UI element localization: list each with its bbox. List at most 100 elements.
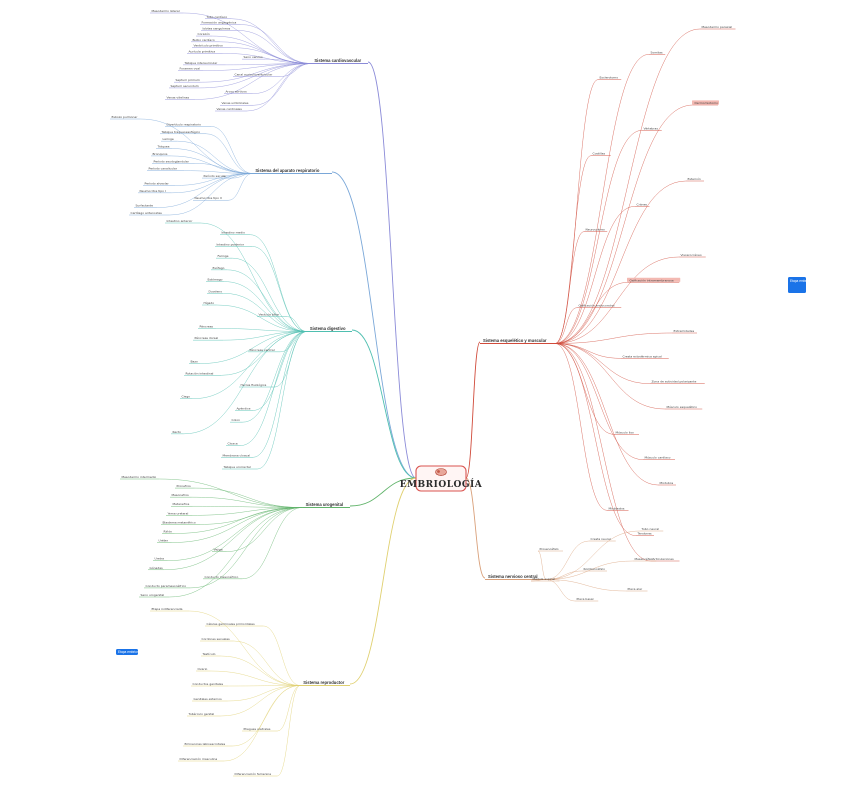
- child-node[interactable]: Tabique urorrectal: [222, 465, 258, 469]
- child-node[interactable]: Placa alar: [626, 587, 648, 591]
- child-node[interactable]: Venas umbilicales: [220, 101, 254, 105]
- child-node[interactable]: Uréter: [157, 539, 172, 543]
- child-node[interactable]: Hernia fisiológica: [239, 383, 275, 387]
- child-node[interactable]: Eminencias labioescrotales: [183, 742, 233, 746]
- child-node[interactable]: Zona de actividad polarizante: [650, 380, 705, 384]
- child-node[interactable]: Diferenciación femenina: [233, 772, 277, 776]
- child-node[interactable]: Conducto paramesonéfrico: [144, 584, 190, 588]
- child-node[interactable]: Bazo: [189, 360, 200, 364]
- child-node[interactable]: Divertículo respiratorio: [165, 122, 211, 126]
- child-node[interactable]: Esternón: [686, 177, 704, 181]
- branch-node-esq[interactable]: Sistema esquelético y muscular: [480, 338, 555, 344]
- child-node[interactable]: Osificación endocondral: [577, 304, 621, 308]
- child-node[interactable]: Mioblastos: [607, 506, 629, 510]
- child-node[interactable]: Intestino medio: [220, 231, 250, 235]
- child-node[interactable]: Diferenciación masculina: [178, 757, 224, 761]
- child-node[interactable]: Mesodermo intermedio: [120, 475, 159, 479]
- branch-node-resp[interactable]: Sistema del aparato respiratorio: [252, 168, 332, 174]
- child-node[interactable]: Foramen oval: [178, 67, 203, 71]
- child-node[interactable]: Articulaciones: [651, 557, 680, 561]
- branch-node-dig[interactable]: Sistema digestivo: [307, 326, 352, 332]
- child-node[interactable]: Costillas: [591, 152, 611, 156]
- child-node[interactable]: Venas vitelinas: [165, 95, 195, 99]
- child-node[interactable]: Ovario: [196, 667, 211, 671]
- child-node[interactable]: Esófago: [211, 266, 227, 270]
- child-node[interactable]: Gónadas: [148, 566, 164, 570]
- child-node[interactable]: Extremidades: [672, 329, 697, 333]
- child-node[interactable]: Pronefros: [175, 484, 195, 488]
- child-node[interactable]: Mesencéfalo: [633, 557, 656, 561]
- child-node[interactable]: Metanefros: [171, 502, 193, 506]
- branch-node-cardio[interactable]: Sistema cardiovascular: [311, 58, 368, 64]
- child-node[interactable]: Rotación intestinal: [184, 371, 221, 375]
- child-node[interactable]: Arcos aórticos: [224, 90, 253, 94]
- child-node[interactable]: Recto: [171, 430, 184, 434]
- child-node[interactable]: Páncreas: [198, 324, 216, 328]
- child-node[interactable]: Corazón: [196, 32, 212, 36]
- child-node[interactable]: Tabique traqueoesofágico: [160, 130, 206, 134]
- child-node[interactable]: Bronquios: [151, 152, 171, 156]
- child-node[interactable]: Dermomiotomo: [692, 100, 719, 105]
- child-node[interactable]: Neumocitos tipo II: [193, 196, 229, 200]
- child-node[interactable]: Formación angiogénica: [200, 21, 241, 25]
- child-node[interactable]: Músculo liso: [614, 430, 639, 434]
- child-node[interactable]: Intestino anterior: [165, 219, 201, 223]
- child-node[interactable]: Canal auriculoventricular: [233, 72, 281, 76]
- child-node[interactable]: Cartílago aritenoides: [129, 211, 170, 215]
- child-node[interactable]: Músculo cardíaco: [643, 456, 675, 460]
- child-node[interactable]: Tubérculo genital: [187, 712, 221, 716]
- child-node[interactable]: Venas cardinales: [215, 107, 247, 111]
- child-node[interactable]: Placa basal: [575, 597, 598, 601]
- child-node[interactable]: Período seudoglandular: [152, 159, 195, 163]
- child-node[interactable]: Riñón: [162, 529, 175, 533]
- child-node[interactable]: Estómago: [206, 278, 224, 282]
- child-node[interactable]: Intestino posterior: [215, 242, 252, 246]
- child-node[interactable]: Membrana cloacal: [221, 453, 253, 457]
- child-node[interactable]: Blastema metanéfrico: [161, 520, 200, 524]
- child-node[interactable]: Hígado: [202, 301, 217, 305]
- child-node[interactable]: Esclerotomo: [598, 76, 621, 80]
- child-node[interactable]: Osificación intramembranosa: [627, 278, 680, 283]
- branch-node-uro[interactable]: Sistema urogenital: [303, 502, 350, 508]
- child-node[interactable]: Islotes sanguíneos: [201, 26, 237, 30]
- child-node[interactable]: Páncreas ventral: [248, 348, 280, 352]
- child-node[interactable]: Bulbo cardíaco: [191, 38, 220, 42]
- child-node[interactable]: Tubo cardíaco: [205, 15, 232, 19]
- child-node[interactable]: Rombencéfalo: [582, 567, 607, 571]
- child-node[interactable]: Somitas: [649, 50, 665, 54]
- child-node[interactable]: Viscerocráneo: [679, 253, 706, 257]
- child-node[interactable]: Genitales externos: [192, 697, 228, 701]
- child-node[interactable]: Tráquea: [156, 145, 172, 149]
- child-node[interactable]: Laringe: [161, 137, 177, 141]
- child-node[interactable]: Pliegues uretrales: [242, 727, 278, 731]
- child-node[interactable]: Ciego: [180, 395, 193, 399]
- child-node[interactable]: Septum primum: [174, 78, 201, 82]
- child-node[interactable]: Cloaca: [226, 442, 241, 446]
- child-node[interactable]: Surfactante: [134, 204, 157, 208]
- child-node[interactable]: Tabique interauricular: [183, 61, 226, 65]
- child-node[interactable]: Prosencéfalo: [538, 547, 563, 551]
- child-node[interactable]: Septum secundum: [169, 84, 199, 88]
- child-node[interactable]: Vesícula biliar: [257, 313, 287, 317]
- child-node[interactable]: Cresta ectodérmica apical: [621, 354, 669, 358]
- child-node[interactable]: Colon: [230, 418, 243, 422]
- child-node[interactable]: Mesodermo lateral: [150, 9, 184, 13]
- child-node[interactable]: Vejiga: [212, 548, 227, 552]
- child-node[interactable]: Tendones: [636, 532, 654, 536]
- child-node[interactable]: Conducto mesonéfrico: [203, 575, 242, 579]
- child-node[interactable]: Páncreas dorsal: [193, 336, 223, 340]
- child-node[interactable]: Aurícula primitiva: [187, 49, 223, 53]
- child-node[interactable]: Neumocitos tipo I: [138, 189, 172, 193]
- child-node[interactable]: Seno urogenital: [139, 593, 169, 597]
- child-node[interactable]: Tubo neural: [640, 527, 663, 531]
- branch-node-rep[interactable]: Sistema reproductor: [300, 680, 350, 686]
- child-node[interactable]: Período canalicular: [147, 167, 184, 171]
- child-node[interactable]: Duodeno: [207, 289, 223, 293]
- child-node[interactable]: Esbozo pulmonar: [110, 115, 140, 119]
- child-node[interactable]: Período alveolar: [143, 181, 175, 185]
- note-badge-left[interactable]: Etapa embrionaria semanas 3-8: [116, 649, 164, 655]
- child-node[interactable]: Etapa indiferenciada: [150, 607, 189, 611]
- child-node[interactable]: Músculo esquelético: [665, 405, 702, 409]
- child-node[interactable]: Conductos genitales: [191, 682, 228, 686]
- child-node[interactable]: Ventrículo primitivo: [192, 44, 231, 48]
